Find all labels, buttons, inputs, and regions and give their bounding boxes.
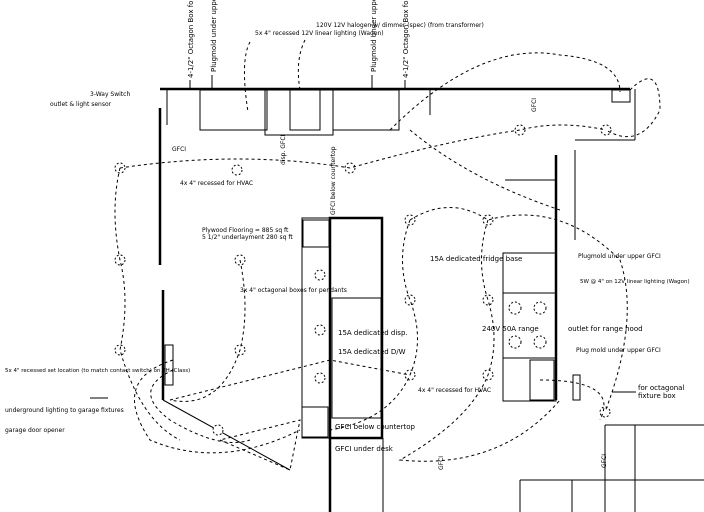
recessed-lights: [114, 124, 612, 436]
label-octagon-box-right: 4-1/2" Octagon Box for Pendant: [402, 0, 410, 78]
label-linear-lighting-top: 5x 4" recessed 12V linear lighting (Wago…: [255, 30, 384, 37]
label-range: 240V 50A range: [482, 325, 539, 333]
label-garage-door: garage door opener: [5, 427, 65, 434]
label-gfci-bottom-right: GFCI: [601, 454, 608, 468]
label-halogen-top: 120V 12V halogen w/ dimmer (spec) (from …: [316, 22, 484, 29]
label-octagon-box-left: 4-1/2" Octagon Box for Pendant: [187, 0, 195, 78]
label-flooring-2: 5 1/2" underlayment 280 sq ft: [202, 234, 293, 241]
switch-bank: [164, 89, 631, 401]
leader-lines: [90, 39, 636, 399]
label-recessed-hvac-left: 4x 4" recessed for HVAC: [180, 180, 253, 187]
label-light-sensor: outlet & light sensor: [50, 101, 112, 108]
label-dedicated-disp: 15A dedicated disp.: [338, 329, 408, 337]
walls: [158, 87, 704, 512]
label-gfci-countertop-vertical: GFCI below countertop: [330, 146, 337, 215]
label-recessed-hvac-right: 4x 4" recessed for HVAC: [418, 387, 491, 394]
label-dishwasher-gfci: disp. GFCI: [280, 134, 287, 165]
label-three-way: 3-Way Switch: [90, 91, 130, 98]
label-recessed-set: 5x 4" recessed set location (to match co…: [5, 368, 190, 374]
circuit-wiring: [114, 52, 661, 471]
label-plugmold-left: Plugmold under upper cab: [210, 0, 218, 72]
label-octagonal-box-right: for octagonal fixture box: [638, 384, 702, 400]
label-underground-lighting: underground lighting to garage fixtures: [5, 407, 124, 414]
label-dedicated-fridge: 15A dedicated fridge base: [430, 255, 522, 263]
label-linear-lighting-right: 5W @ 4" on 12V linear lighting (Wagon): [580, 279, 690, 285]
label-gfci-below-countertop: GFCI below countertop: [335, 423, 416, 431]
label-plugmold-upper-gfci: Plugmold under upper GFCI: [578, 253, 661, 260]
label-flooring-1: Plywood Flooring = 885 sq ft: [202, 227, 289, 234]
label-plugmold-right: Plugmold under upper cab: [370, 0, 378, 72]
label-gfci-left: GFCI: [172, 146, 186, 153]
upper-cabinets: [199, 89, 400, 136]
label-pendant-fixtures: 3x 4" octagonal boxes for pendants: [240, 287, 347, 294]
label-gfci-bottom-mid: GFCI: [438, 456, 445, 470]
label-plugmold-upper-gfci-2: Plug mold under upper GFCI: [576, 347, 661, 354]
island: [301, 216, 384, 512]
label-gfci-under-desk: GFCI under desk: [335, 445, 394, 453]
label-dedicated-dw: 15A dedicated D/W: [338, 348, 406, 356]
label-gfci-top-right: GFCI: [531, 98, 538, 112]
label-range-hood: outlet for range hood: [568, 325, 643, 333]
